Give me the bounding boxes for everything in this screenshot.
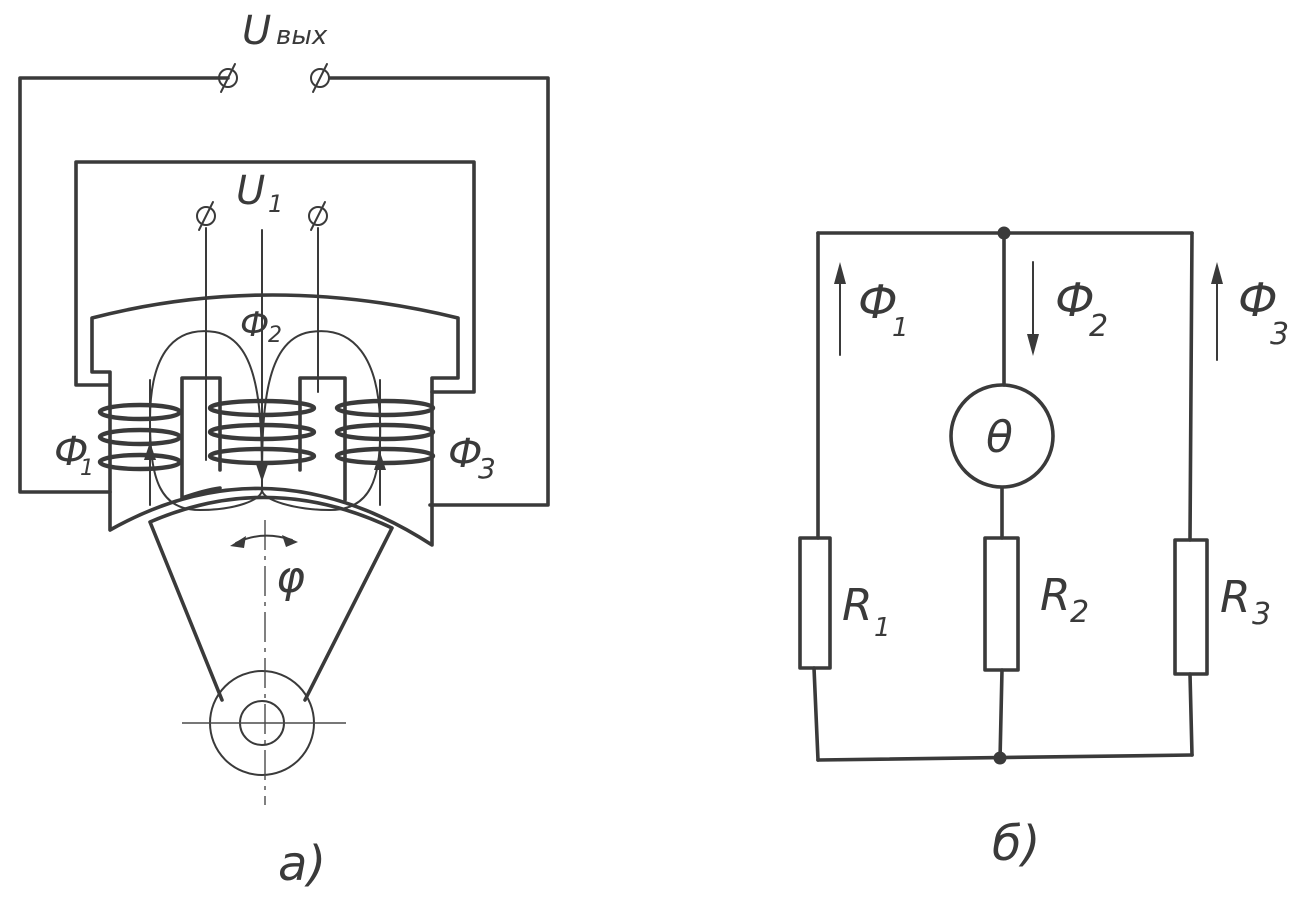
- flux-arrow-3: [374, 452, 386, 486]
- flux-loop-left: [149, 330, 263, 511]
- u-in-label: U: [236, 168, 265, 214]
- branch-right-wire: [1188, 231, 1194, 757]
- rotor-arm: [148, 495, 394, 702]
- input-terminal-right: [308, 201, 328, 231]
- caption-b: б): [992, 816, 1040, 872]
- u-out-subscript: вых: [276, 21, 328, 51]
- phi1-arrow: [834, 262, 846, 356]
- u-out-label: U: [242, 8, 271, 54]
- phi1-subscript-b: 1: [892, 313, 909, 343]
- phi2-subscript-a: 2: [268, 323, 282, 348]
- r3-subscript: 3: [1252, 597, 1271, 632]
- output-loop-wire: [18, 76, 550, 507]
- phi2-arrow: [1027, 261, 1039, 356]
- coil-right: [334, 398, 436, 466]
- phi2-subscript-b: 2: [1089, 309, 1108, 344]
- input-terminal-left: [196, 201, 216, 231]
- angle-label: φ: [276, 552, 305, 603]
- output-terminal-left: [218, 63, 238, 93]
- r2-label: R: [1040, 570, 1071, 621]
- figure-a: U вых U 1 Ф 1 Ф 2 Ф 3 φ а): [18, 8, 550, 892]
- theta-label: θ: [986, 412, 1013, 463]
- branch-middle-wire: [998, 231, 1006, 762]
- phi1-label-a: Ф: [54, 429, 88, 475]
- r1-subscript: 1: [874, 613, 891, 643]
- phi3-arrow: [1211, 262, 1223, 361]
- phi1-subscript-a: 1: [80, 456, 94, 481]
- coil-left: [97, 402, 183, 472]
- r3-label: R: [1220, 572, 1251, 623]
- phi3-subscript-a: 3: [478, 452, 496, 485]
- phi3-label-b: Ф: [1238, 273, 1278, 327]
- branch-left-wire: [812, 231, 820, 762]
- resistor-r1: [798, 536, 832, 670]
- u-in-subscript: 1: [268, 190, 283, 218]
- resistor-r2: [983, 536, 1020, 672]
- mmf-source-theta: [949, 383, 1055, 489]
- flux-loop-right: [261, 330, 382, 511]
- flux-arrow-1: [144, 442, 156, 486]
- phi2-label-b: Ф: [1055, 273, 1095, 327]
- bottom-node: [993, 751, 1007, 765]
- flux-arrow-2: [256, 229, 268, 482]
- top-node: [997, 226, 1011, 240]
- rotation-angle-arrow: [230, 534, 298, 548]
- phi2-label-a: Ф: [240, 305, 269, 345]
- magnetic-core: [90, 293, 460, 547]
- figure-b: Ф 1 Ф 2 Ф 3 θ R 1 R 2 R 3 б): [798, 226, 1289, 872]
- inner-loop-wire: [74, 160, 476, 394]
- phi1-label-b: Ф: [858, 275, 898, 329]
- resistor-r3: [1173, 538, 1209, 676]
- phi3-label-a: Ф: [448, 431, 482, 477]
- phi3-subscript-b: 3: [1270, 317, 1289, 352]
- output-terminal-right: [310, 63, 330, 93]
- r1-label: R: [842, 580, 873, 631]
- r2-subscript: 2: [1070, 595, 1089, 630]
- caption-a: а): [278, 836, 326, 892]
